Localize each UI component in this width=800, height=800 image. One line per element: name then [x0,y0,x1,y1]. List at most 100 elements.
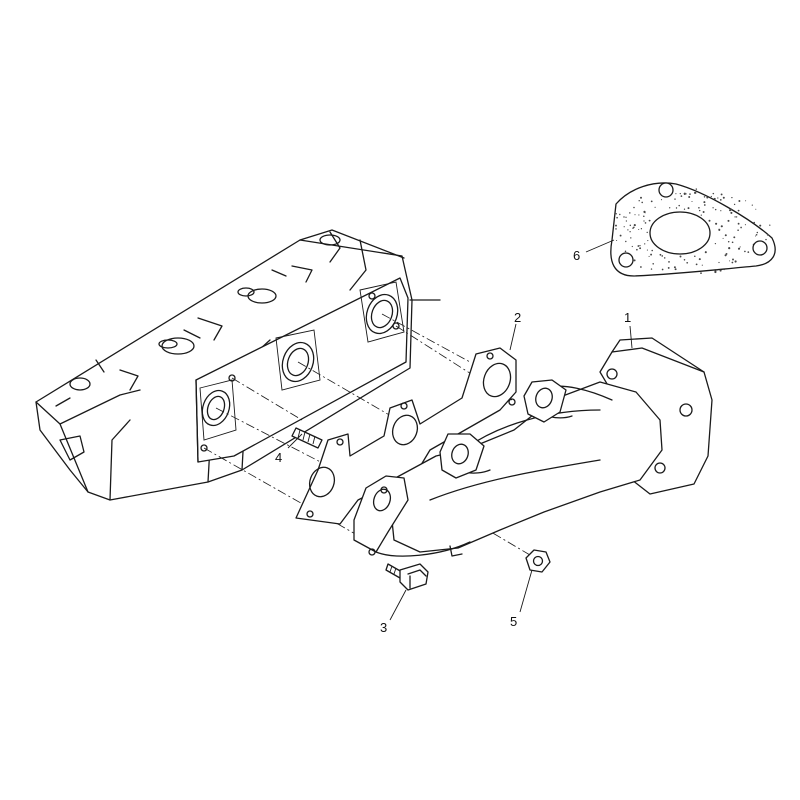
gasket-speck [615,224,617,227]
gasket-speck [766,233,769,236]
gasket-speck [718,261,720,264]
callout-4: 4 [275,450,282,465]
gasket-speck [685,193,687,195]
gasket-speck [624,250,627,253]
gasket-speck [625,220,628,222]
gasket-speck [751,204,753,206]
gasket-speck [714,208,717,211]
gasket-speck [689,193,691,195]
gasket-speck [739,246,741,248]
gasket-speck [627,229,629,231]
gasket-speck [625,216,627,218]
gasket-speck [698,258,701,261]
gasket-speck [729,260,731,262]
gasket-speck [737,229,739,231]
gasket-speck [615,213,617,215]
callout-1: 1 [624,310,631,325]
gasket-speck [638,228,640,231]
gasket-speck [691,200,693,203]
leader-lines [287,239,633,621]
gasket-speck [668,261,670,263]
gasket-speck [616,239,618,242]
gasket-speck [687,207,690,210]
gasket-speck [629,212,631,214]
gasket-speck [733,236,736,239]
gasket-speck [683,192,686,195]
gasket-speck [755,208,757,210]
nut [525,549,551,573]
gasket-speck [643,215,645,218]
gasket-speck [674,268,677,271]
gasket-speck [738,200,741,202]
gasket-speck [755,233,758,236]
callout-2: 2 [514,310,521,325]
gasket-speck [720,210,722,212]
gasket-speck [744,250,746,253]
gasket-speck [638,214,640,216]
gasket-speck [661,268,664,271]
gasket-speck [675,193,677,195]
gasket-speck [688,196,691,198]
gasket-speck [744,224,746,226]
gasket-speck [714,270,717,273]
gasket-speck [680,195,683,197]
gasket-speck [759,224,762,227]
gasket-speck [754,235,757,237]
gasket-speck [703,204,706,206]
gasket-speck [708,219,711,222]
gasket-speck [643,220,645,222]
gasket-speck [615,228,617,230]
gasket-speck [679,255,682,258]
gasket-speck [698,207,700,209]
gasket-speck [659,253,662,256]
gasket-speck [740,226,742,229]
gasket-speck [729,209,732,212]
gasket-speck [700,214,702,216]
gasket-speck [717,197,719,199]
gasket-speck [745,200,747,202]
gasket-speck [737,209,740,212]
gasket-speck [663,257,666,259]
gasket-speck [683,208,686,210]
gasket-speck [756,231,759,234]
gasket-speck [623,216,625,218]
gasket-speck [747,251,750,253]
gasket-speck [686,261,689,264]
gasket-speck [633,226,635,229]
gasket-speck [651,249,653,252]
callout-6: 6 [573,248,580,263]
gasket-speck [725,252,728,255]
gasket-speck [641,201,644,204]
gasket-speck [731,261,734,264]
gasket-speck [713,197,716,200]
gasket-speck [683,259,686,261]
callout-labels: 1 2 3 4 5 6 [275,248,631,635]
gasket-speck [661,255,663,257]
callout-5: 5 [510,614,517,629]
gasket-speck [643,210,646,213]
cylinder-head [35,229,441,501]
gasket-speck [737,222,740,225]
gasket-speck [701,264,703,266]
gasket-speck [636,248,638,251]
gasket-speck [675,207,678,209]
gasket-speck [669,207,671,209]
gasket-speck [638,200,640,202]
gasket-speck [637,245,640,247]
gasket-speck [753,221,755,224]
gasket-speck [633,206,635,209]
exhaust-manifold [353,337,713,557]
gasket-speck [769,224,771,226]
gasket-speck [674,198,676,200]
gasket-speck [650,253,653,256]
gasket-speck [734,260,737,263]
gasket-speck [673,266,676,269]
gasket-speck [652,263,654,265]
gasket-speck [715,222,718,225]
gasket-speck [695,188,698,190]
stud [291,427,323,449]
gasket-speck [646,249,648,251]
gasket-speck [706,196,709,199]
gasket-speck [714,242,717,245]
callout-3: 3 [380,620,387,635]
